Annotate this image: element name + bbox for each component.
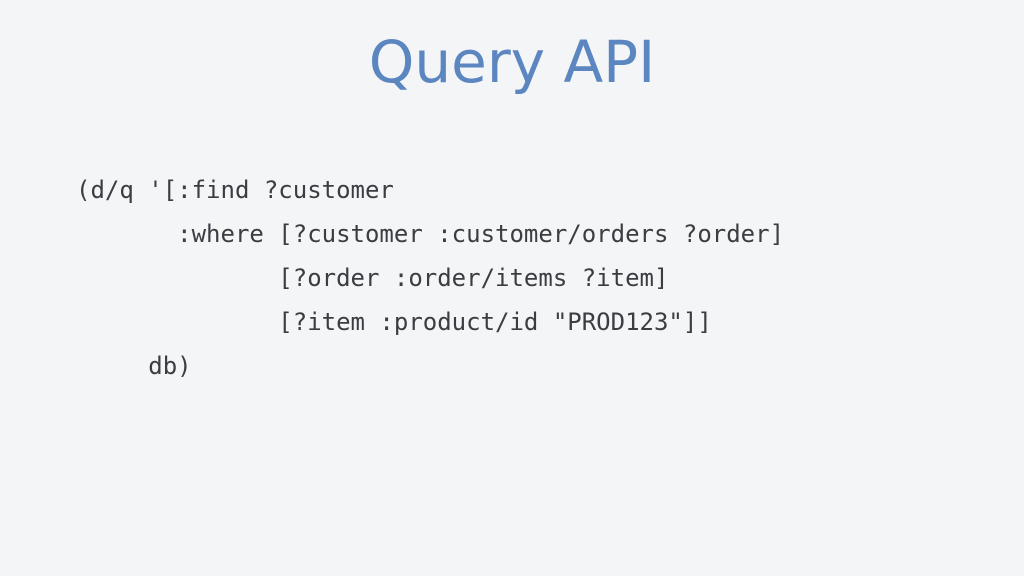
code-line-find: (d/q '[:find ?customer <box>76 176 394 204</box>
code-line-product-id: [?item :product/id "PROD123"]] <box>76 308 712 336</box>
code-line-db: db) <box>76 352 192 380</box>
code-line-order-items: [?order :order/items ?item] <box>76 264 669 292</box>
slide-title: Query API <box>368 28 656 96</box>
code-block: (d/q '[:find ?customer :where [?customer… <box>76 168 784 388</box>
code-line-where: :where [?customer :customer/orders ?orde… <box>76 220 785 248</box>
